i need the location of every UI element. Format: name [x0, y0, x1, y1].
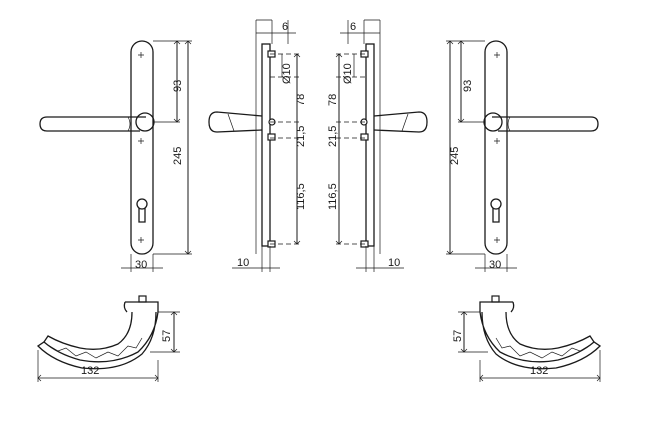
screw-mark — [138, 138, 144, 144]
left-dim-78: 78 — [295, 94, 307, 106]
left-dim-diameter: Ø10 — [281, 63, 293, 84]
left-dim-line-30 — [121, 254, 163, 272]
left-side-plate — [261, 43, 271, 247]
right-lever-arm — [492, 116, 599, 132]
right-dim-57: 57 — [452, 330, 464, 342]
right-dim-116-5: 116,5 — [327, 183, 339, 210]
left-dim-132: 132 — [81, 365, 99, 377]
right-dim-78: 78 — [327, 94, 339, 106]
left-top-spindle — [138, 295, 147, 303]
screw-mark — [494, 237, 500, 243]
left-keyhole-top — [136, 198, 148, 210]
left-extension-lines — [153, 40, 192, 255]
left-dim-6: 6 — [282, 21, 288, 33]
left-handle-outline — [36, 311, 159, 370]
right-dim-245: 245 — [449, 147, 461, 165]
left-dim-116-5: 116,5 — [295, 183, 307, 210]
right-side-plate — [365, 43, 375, 247]
right-side-ext — [364, 19, 381, 254]
left-dim-57: 57 — [161, 330, 173, 342]
left-side-pin — [267, 133, 276, 141]
right-dim-6: 6 — [350, 21, 356, 33]
left-dim-10: 10 — [237, 257, 249, 269]
screw-mark — [138, 237, 144, 243]
screw-mark — [138, 52, 144, 58]
right-dim-10: 10 — [388, 257, 400, 269]
right-handle-grip — [495, 337, 591, 359]
left-lever-arm — [39, 116, 146, 132]
screw-mark — [494, 52, 500, 58]
right-keyhole-slot — [492, 208, 500, 223]
left-handle-grip — [47, 337, 143, 359]
left-top-view: 57 132 — [36, 295, 180, 382]
right-front-view: 93 245 30 — [446, 40, 599, 272]
left-dim-93: 93 — [172, 80, 184, 92]
right-keyhole-top — [490, 198, 502, 210]
left-backplate — [130, 40, 154, 255]
left-lever-rose — [135, 112, 155, 132]
right-lever-rose — [483, 112, 503, 132]
left-lever-collar — [127, 116, 131, 132]
right-side-lever — [373, 111, 428, 133]
left-side-lever — [208, 111, 263, 133]
right-dim-line-30 — [475, 254, 517, 272]
right-dim-132: 132 — [530, 365, 548, 377]
left-dim-line-10 — [232, 246, 280, 272]
right-dim-diameter: Ø10 — [342, 63, 354, 84]
left-dim-245: 245 — [172, 147, 184, 165]
left-keyhole-slot — [138, 208, 146, 223]
screw-mark — [494, 138, 500, 144]
left-dim-21-5: 21,5 — [295, 126, 307, 147]
right-top-view: 57 132 — [452, 295, 602, 382]
right-side-view: 6 Ø10 78 21,5 116,5 10 — [327, 19, 428, 272]
left-side-view: 6 Ø10 78 21,5 116,5 10 — [208, 19, 307, 272]
right-extension-lines — [446, 40, 485, 255]
right-lever-collar — [507, 116, 511, 132]
right-side-pin — [360, 133, 369, 141]
right-top-spindle — [491, 295, 500, 303]
right-dim-93: 93 — [462, 80, 474, 92]
right-dim-30: 30 — [489, 259, 501, 271]
right-backplate — [484, 40, 508, 255]
left-side-ext — [255, 19, 272, 254]
left-dim-30: 30 — [135, 259, 147, 271]
left-front-view: 93 245 30 — [39, 40, 192, 272]
right-dim-21-5: 21,5 — [327, 126, 339, 147]
right-handle-outline — [479, 311, 602, 370]
right-dim-line-10 — [356, 246, 404, 272]
